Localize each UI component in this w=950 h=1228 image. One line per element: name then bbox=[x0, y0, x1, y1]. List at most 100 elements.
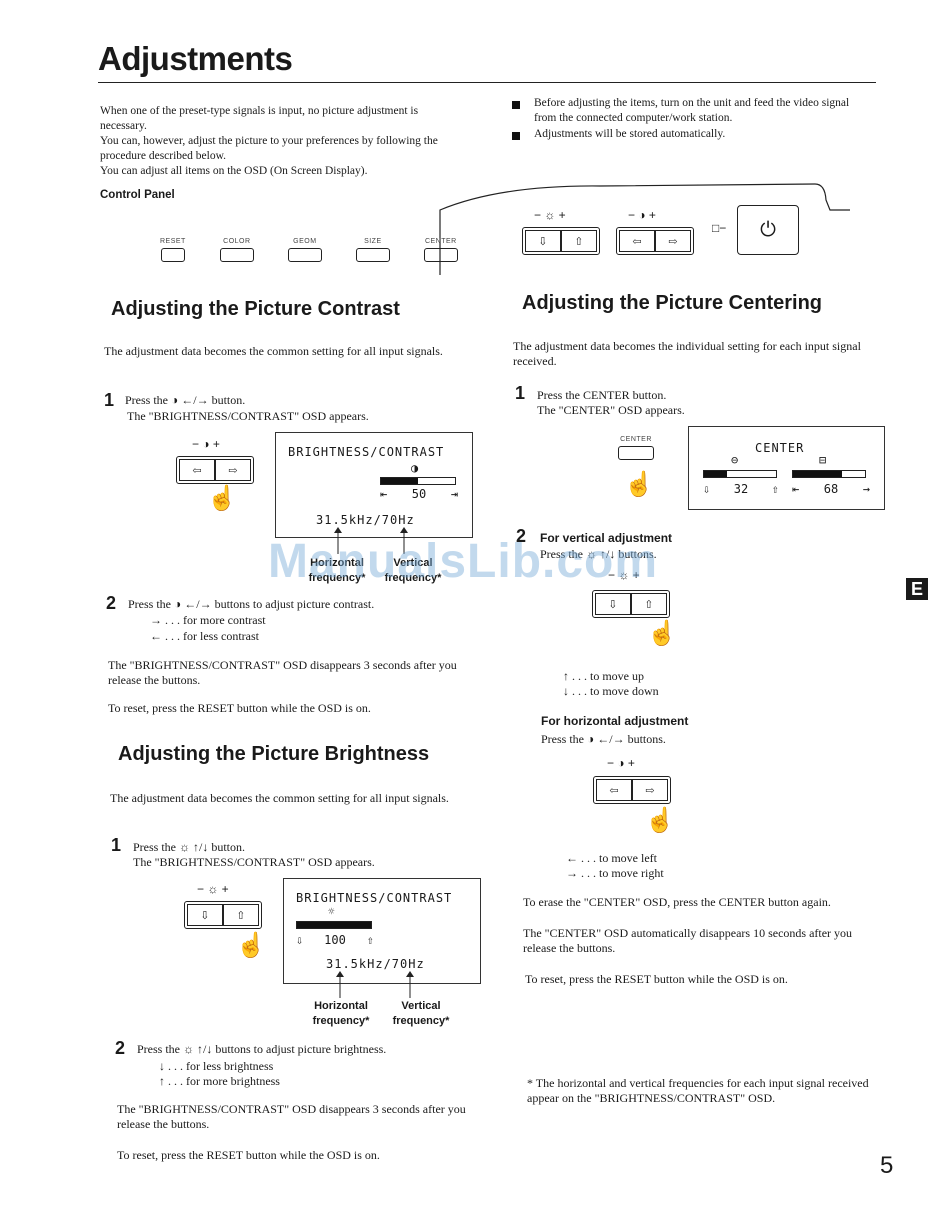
geom-button[interactable]: GEOM bbox=[287, 238, 322, 262]
right-arrow-icon[interactable]: ⇨ bbox=[632, 779, 668, 801]
centering-note-1: To erase the "CENTER" OSD, press the CEN… bbox=[523, 895, 831, 909]
brightness-osd: BRIGHTNESS/CONTRAST ☼ ⇩100⇧ 31.5kHz/70Hz bbox=[283, 878, 481, 984]
center-key bbox=[618, 446, 654, 460]
contrast-buttons[interactable]: ⇦⇨ bbox=[616, 227, 694, 255]
up-arrow-icon[interactable]: ⇧ bbox=[223, 904, 259, 926]
centering-step2-number: 2 bbox=[516, 526, 527, 546]
intro-text: When one of the preset-type signals is i… bbox=[100, 104, 460, 179]
contrast-intro: The adjustment data becomes the common s… bbox=[104, 344, 443, 358]
vertical-buttons-symbol: − ☼ + bbox=[608, 568, 640, 582]
center-key bbox=[423, 248, 458, 262]
down-arrow-icon[interactable]: ⇩ bbox=[187, 904, 223, 926]
control-panel-label: Control Panel bbox=[100, 189, 175, 201]
osd-frequency: 31.5kHz/70Hz bbox=[326, 957, 425, 971]
vertical-adjustment-text: Press the ☼ ↑/↓ buttons. bbox=[540, 547, 657, 561]
control-panel-outline bbox=[439, 183, 850, 275]
reset-label: RESET bbox=[160, 238, 186, 245]
vertical-center-icon: ⊖ bbox=[731, 453, 739, 467]
sun-icon: ☼ bbox=[328, 905, 335, 918]
page-number: 5 bbox=[880, 1152, 894, 1179]
up-arrow-icon[interactable]: ⇧ bbox=[631, 593, 667, 615]
brightness-step2-number: 2 bbox=[115, 1038, 126, 1058]
brightness-note-2: To reset, press the RESET button while t… bbox=[117, 1148, 380, 1162]
left-arrow-icon: ⇤ bbox=[380, 487, 388, 501]
pointing-hand-icon: ☝ bbox=[647, 621, 677, 647]
contrast-note-2: To reset, press the RESET button while t… bbox=[108, 701, 371, 715]
brightness-buttons[interactable]: ⇩⇧ bbox=[522, 227, 600, 255]
more-contrast-text: → . . . for more contrast bbox=[150, 613, 266, 627]
brightness-buttons-symbol: − ☼ + bbox=[197, 882, 229, 896]
frequency-pointers bbox=[336, 971, 414, 998]
brightness-heading: Adjusting the Picture Brightness bbox=[118, 743, 430, 765]
color-button[interactable]: COLOR bbox=[219, 238, 254, 262]
horizontal-adjust-buttons[interactable]: ⇦⇨ bbox=[593, 776, 671, 804]
left-arrow-icon[interactable]: ⇦ bbox=[179, 459, 215, 481]
horizontal-level-bar bbox=[792, 470, 866, 478]
contrast-buttons-symbol: − ◑ + bbox=[192, 437, 220, 451]
vertical-level-bar bbox=[703, 470, 777, 478]
vertical-adjust-buttons[interactable]: ⇩⇧ bbox=[592, 590, 670, 618]
right-arrow-icon[interactable]: ⇨ bbox=[215, 459, 251, 481]
left-arrow-icon[interactable]: ⇦ bbox=[596, 779, 632, 801]
geom-key bbox=[287, 248, 322, 262]
brightness-symbol: − ☼ + bbox=[534, 208, 566, 222]
osd-title: BRIGHTNESS/CONTRAST bbox=[288, 445, 445, 459]
contrast-symbol: − ◑ + bbox=[628, 208, 656, 222]
up-arrow-icon: ⇧ bbox=[366, 933, 374, 947]
power-button[interactable]: ⏻ bbox=[737, 205, 799, 255]
contrast-step2-number: 2 bbox=[106, 593, 117, 613]
centering-intro: The adjustment data becomes the individu… bbox=[513, 339, 861, 368]
horizontal-buttons-symbol: − ◑ + bbox=[607, 756, 635, 770]
vertical-adjustment-heading: For vertical adjustment bbox=[540, 531, 673, 545]
contrast-adjust-buttons[interactable]: ⇦⇨ bbox=[176, 456, 254, 484]
brightness-step1-sub: The "BRIGHTNESS/CONTRAST" OSD appears. bbox=[133, 855, 375, 869]
right-arrow-icon: → bbox=[862, 482, 870, 496]
geom-label: GEOM bbox=[293, 238, 317, 245]
up-arrow-icon: ⇧ bbox=[771, 482, 779, 496]
horizontal-adjustment-heading: For horizontal adjustment bbox=[541, 714, 689, 728]
contrast-step1-sub: The "BRIGHTNESS/CONTRAST" OSD appears. bbox=[127, 409, 369, 423]
osd-title: CENTER bbox=[755, 441, 805, 455]
bullet-list: Before adjusting the items, turn on the … bbox=[512, 96, 872, 143]
down-arrow-icon[interactable]: ⇩ bbox=[595, 593, 631, 615]
contrast-osd: BRIGHTNESS/CONTRAST ◑ ⇤50⇥ 31.5kHz/70Hz bbox=[275, 432, 473, 538]
horizontal-center-icon: ⊟ bbox=[819, 453, 827, 467]
contrast-step2-text: Press the ◑ ←/→ buttons to adjust pictur… bbox=[128, 597, 375, 611]
right-arrow-icon: ⇥ bbox=[450, 487, 458, 501]
center-osd: CENTER ⊖ ⊟ ⇩32⇧ ⇤68→ bbox=[688, 426, 885, 510]
center-button[interactable]: CENTER bbox=[423, 238, 458, 262]
more-brightness-text: ↑ . . . for more brightness bbox=[159, 1074, 280, 1088]
brightness-note-1: The "BRIGHTNESS/CONTRAST" OSD disappears… bbox=[117, 1102, 466, 1131]
reset-button[interactable]: RESET bbox=[160, 238, 186, 262]
move-right-text: → . . . to move right bbox=[566, 866, 664, 880]
size-button[interactable]: SIZE bbox=[355, 238, 390, 262]
centering-step1-sub: The "CENTER" OSD appears. bbox=[537, 403, 685, 417]
vertical-value: 32 bbox=[733, 482, 749, 496]
left-arrow-icon[interactable]: ⇦ bbox=[619, 230, 655, 252]
center-button[interactable]: CENTER bbox=[618, 436, 654, 460]
left-arrow-icon: ⇤ bbox=[792, 482, 800, 496]
centering-heading: Adjusting the Picture Centering bbox=[522, 292, 823, 314]
osd-level-bar bbox=[380, 477, 456, 485]
bullet-item: Before adjusting the items, turn on the … bbox=[512, 96, 872, 126]
up-arrow-icon[interactable]: ⇧ bbox=[561, 230, 597, 252]
contrast-step1-number: 1 bbox=[104, 390, 115, 410]
center-label: CENTER bbox=[424, 238, 457, 245]
brightness-step1-number: 1 bbox=[111, 835, 122, 855]
color-label: COLOR bbox=[223, 238, 251, 245]
brightness-adjust-buttons[interactable]: ⇩⇧ bbox=[184, 901, 262, 929]
language-badge: E bbox=[906, 578, 928, 600]
brightness-step2-text: Press the ☼ ↑/↓ buttons to adjust pictur… bbox=[137, 1042, 387, 1056]
power-indicator-icon: □− bbox=[712, 221, 727, 235]
down-arrow-icon: ⇩ bbox=[296, 933, 304, 947]
pointing-hand-icon: ☝ bbox=[624, 472, 654, 498]
down-arrow-icon[interactable]: ⇩ bbox=[525, 230, 561, 252]
move-up-text: ↑ . . . to move up bbox=[563, 669, 644, 683]
intro-line: You can adjust all items on the OSD (On … bbox=[100, 165, 368, 177]
contrast-heading: Adjusting the Picture Contrast bbox=[111, 298, 400, 320]
vertical-frequency-label: Vertical frequency* bbox=[384, 557, 442, 584]
right-arrow-icon[interactable]: ⇨ bbox=[655, 230, 691, 252]
brightness-intro: The adjustment data becomes the common s… bbox=[110, 791, 449, 805]
frequency-pointers bbox=[334, 527, 408, 554]
osd-frequency: 31.5kHz/70Hz bbox=[316, 513, 415, 527]
